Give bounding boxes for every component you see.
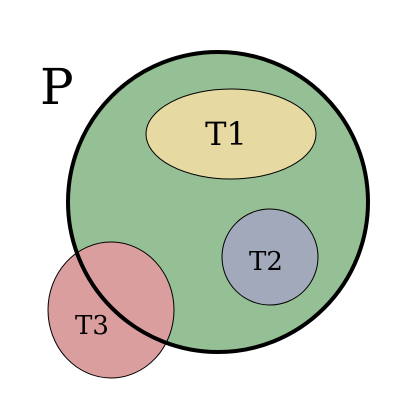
set-t1-label: T1 xyxy=(205,115,247,153)
set-t2-circle xyxy=(221,208,319,306)
set-p-label: P xyxy=(40,58,74,116)
set-t1-ellipse xyxy=(145,88,317,180)
set-t3-label: T3 xyxy=(75,311,109,341)
set-p-outline xyxy=(66,50,370,354)
set-t2-label: T2 xyxy=(249,247,283,277)
set-t3-ellipse xyxy=(47,241,175,379)
